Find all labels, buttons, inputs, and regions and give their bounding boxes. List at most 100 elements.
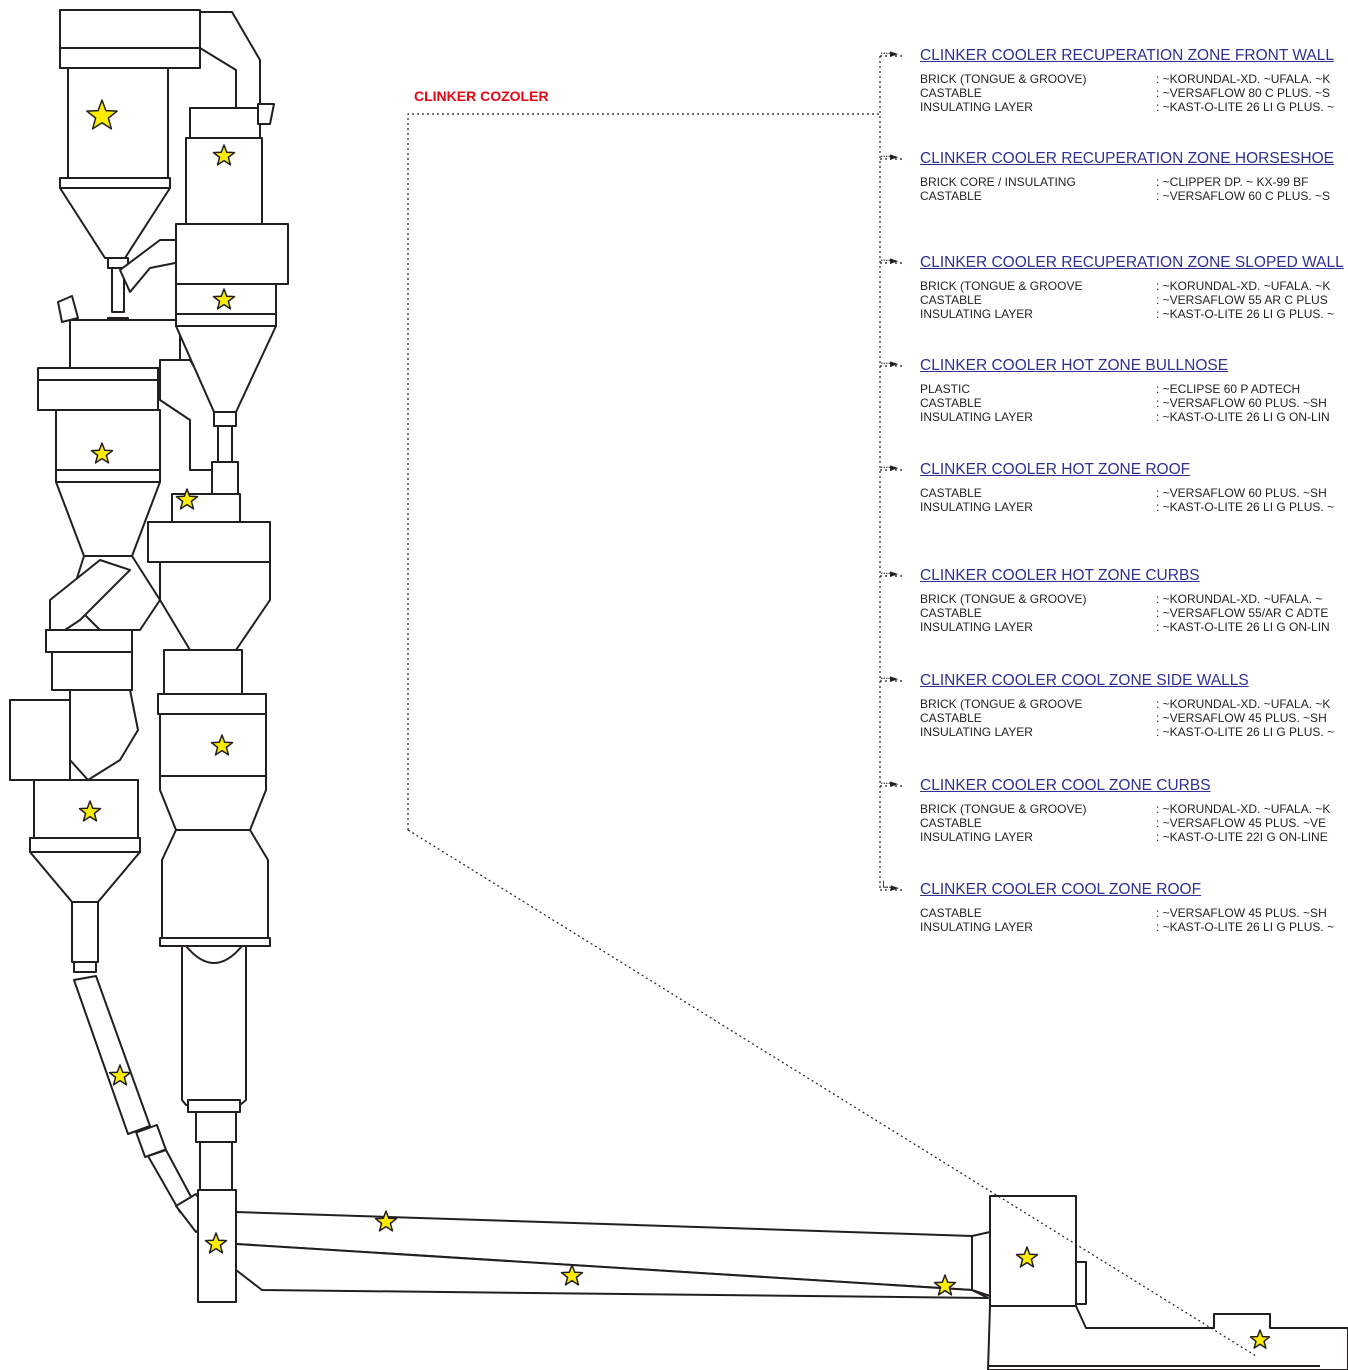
material-product: : ~VERSAFLOW 80 C PLUS. ~S <box>1156 86 1331 100</box>
material-row: CASTABLE: ~VERSAFLOW 80 C PLUS. ~S <box>920 86 1334 100</box>
zone-heading[interactable]: CLINKER COOLER COOL ZONE SIDE WALLS <box>920 672 1249 689</box>
material-name: INSULATING LAYER <box>920 830 1033 844</box>
zone-heading[interactable]: CLINKER COOLER HOT ZONE BULLNOSE <box>920 357 1229 374</box>
material-name: CASTABLE <box>920 711 982 725</box>
material-name: INSULATING LAYER <box>920 307 1033 321</box>
material-row: BRICK (TONGUE & GROOVE : ~KORUNDAL-XD. ~U… <box>920 697 1334 711</box>
material-row: CASTABLE : ~VERSAFLOW 55/AR C ADTE <box>920 606 1330 620</box>
material-name: INSULATING LAYER <box>920 500 1033 514</box>
material-name: INSULATING LAYER <box>920 725 1033 739</box>
clinker-cooler-housing <box>987 1195 1348 1370</box>
star-icon <box>1249 1329 1271 1349</box>
material-product: : ~KAST-O-LITE 26 LI G ON-LIN <box>1156 410 1330 424</box>
material-product: : ~KORUNDAL-XD. ~UFALA. ~K <box>1156 802 1331 816</box>
material-product: : ~VERSAFLOW 45 PLUS. ~SH <box>1156 906 1327 920</box>
star-icon <box>78 800 102 822</box>
material-name: INSULATING LAYER <box>920 620 1033 634</box>
material-product: : ~VERSAFLOW 55/AR C ADTE <box>1156 606 1329 620</box>
zone-material-table: BRICK (TONGUE & GROOVE) : ~KORUNDAL-XD. ~… <box>920 802 1330 844</box>
material-row: INSULATING LAYER: ~KAST-O-LITE 26 LI G P… <box>920 920 1334 934</box>
material-row: INSULATING LAYER : ~KAST-O-LITE 26 LI G P… <box>920 100 1334 114</box>
material-row: INSULATING LAYER: ~KAST-O-LITE 26 LI G P… <box>920 725 1334 739</box>
material-row: CASTABLE : ~VERSAFLOW 60 PLUS. ~SH <box>920 486 1334 500</box>
material-name: CASTABLE <box>920 293 982 307</box>
arrow-icon: ····► <box>880 150 898 163</box>
material-row: BRICK (TONGUE & GROOVE): ~KORUNDAL-XD. ~… <box>920 72 1334 86</box>
zone-material-table: BRICK (TONGUE & GROOVE : ~KORUNDAL-XD. ~U… <box>920 279 1334 321</box>
material-product: : ~KAST-O-LITE 26 LI G PLUS. ~ <box>1156 500 1335 514</box>
material-row: BRICK CORE / INSULATING: ~CLIPPER DP. ~ … <box>920 175 1330 189</box>
material-name: CASTABLE <box>920 606 982 620</box>
material-row: INSULATING LAYER : ~KAST-O-LITE 26 LI G P… <box>920 307 1334 321</box>
material-name: PLASTIC <box>920 382 971 396</box>
material-name: BRICK (TONGUE & GROOVE <box>920 697 1083 711</box>
arrow-icon: ····► <box>880 461 898 474</box>
rotary-kiln <box>235 1211 991 1299</box>
arrow-icon: ····► <box>880 672 898 685</box>
material-name: BRICK (TONGUE & GROOVE) <box>920 802 1087 816</box>
material-product: : ~VERSAFLOW 60 PLUS. ~SH <box>1156 486 1327 500</box>
material-name: CASTABLE <box>920 189 982 203</box>
material-row: CASTABLE : ~VERSAFLOW 60 C PLUS. ~S <box>920 189 1330 203</box>
material-row: CASTABLE: ~VERSAFLOW 45 PLUS. ~SH <box>920 711 1334 725</box>
material-product: : ~KAST-O-LITE 26 LI G ON-LIN <box>1156 620 1330 634</box>
zone-block: ····► CLINKER COOLER HOT ZONE CURBS BRIC… <box>880 566 1348 634</box>
material-name: CASTABLE <box>920 486 982 500</box>
cyclone-string-right <box>147 103 289 1303</box>
material-name: CASTABLE <box>920 906 982 920</box>
material-row: BRICK (TONGUE & GROOVE : ~KORUNDAL-XD. ~U… <box>920 279 1334 293</box>
material-product: : ~KORUNDAL-XD. ~UFALA. ~K <box>1156 279 1331 293</box>
material-product: : ~KORUNDAL-XD. ~UFALA. ~ <box>1156 592 1323 606</box>
material-name: CASTABLE <box>920 396 982 410</box>
star-icon <box>210 734 234 756</box>
arrow-icon: ····► <box>880 254 898 267</box>
material-name: BRICK (TONGUE & GROOVE) <box>920 72 1087 86</box>
arrow-icon: ····► <box>880 47 898 60</box>
zone-block: ····► CLINKER COOLER HOT ZONE BULLNOSE P… <box>880 356 1348 424</box>
material-product: : ~KAST-O-LITE 26 LI G PLUS. ~ <box>1156 307 1335 321</box>
star-icon <box>108 1064 132 1086</box>
material-product: : ~KORUNDAL-XD. ~UFALA. ~K <box>1156 697 1331 711</box>
material-product: : ~VERSAFLOW 60 PLUS. ~SH <box>1156 396 1327 410</box>
material-name: INSULATING LAYER <box>920 100 1033 114</box>
material-row: BRICK (TONGUE & GROOVE) : ~KORUNDAL-XD. ~… <box>920 802 1330 816</box>
material-row: CASTABLE: ~VERSAFLOW 45 PLUS. ~VE <box>920 816 1330 830</box>
arrow-icon: ····► <box>880 777 898 790</box>
star-markers <box>78 99 1271 1349</box>
material-product: : ~VERSAFLOW 60 C PLUS. ~S <box>1156 189 1331 203</box>
material-name: INSULATING LAYER <box>920 410 1033 424</box>
material-product: : ~KAST-O-LITE 22I G ON-LINE <box>1156 830 1328 844</box>
zone-block: ····► CLINKER COOLER COOL ZONE SIDE WALL… <box>880 671 1348 739</box>
zone-heading[interactable]: CLINKER COOLER RECUPERATION ZONE FRONT W… <box>920 47 1334 64</box>
material-name: BRICK (TONGUE & GROOVE <box>920 279 1083 293</box>
zone-heading[interactable]: CLINKER COOLER COOL ZONE CURBS <box>920 777 1211 794</box>
star-icon <box>175 488 199 510</box>
zone-block: ····► CLINKER COOLER RECUPERATION ZONE S… <box>880 253 1348 321</box>
star-icon <box>90 442 114 464</box>
material-name: INSULATING LAYER <box>920 920 1033 934</box>
zone-block: ····► CLINKER COOLER HOT ZONE ROOF CASTA… <box>880 460 1348 514</box>
material-product: : ~ECLIPSE 60 P ADTECH <box>1156 382 1301 396</box>
material-row: INSULATING LAYER : ~KAST-O-LITE 26 LI G O… <box>920 620 1330 634</box>
zone-heading[interactable]: CLINKER COOLER HOT ZONE CURBS <box>920 567 1200 584</box>
star-icon <box>374 1210 398 1232</box>
zone-material-table: CASTABLE : ~VERSAFLOW 45 PLUS. ~SH INSULA… <box>920 906 1334 934</box>
star-icon <box>212 144 236 166</box>
callout-leaders <box>407 55 1257 1357</box>
zone-block: ····► CLINKER COOLER RECUPERATION ZONE F… <box>880 46 1348 114</box>
zone-heading[interactable]: CLINKER COOLER RECUPERATION ZONE HORSESH… <box>920 150 1334 167</box>
star-icon <box>212 288 236 310</box>
material-row: INSULATING LAYER : ~KAST-O-LITE 22I G ON-… <box>920 830 1330 844</box>
material-row: CASTABLE : ~VERSAFLOW 55 AR C PLUS <box>920 293 1334 307</box>
zone-heading[interactable]: CLINKER COOLER COOL ZONE ROOF <box>920 881 1202 898</box>
material-product: : ~VERSAFLOW 55 AR C PLUS <box>1156 293 1328 307</box>
zone-heading[interactable]: CLINKER COOLER HOT ZONE ROOF <box>920 461 1191 478</box>
zone-material-table: CASTABLE : ~VERSAFLOW 60 PLUS. ~SH INSULA… <box>920 486 1334 514</box>
material-row: CASTABLE : ~VERSAFLOW 45 PLUS. ~SH <box>920 906 1334 920</box>
arrow-icon: └··► <box>880 881 899 894</box>
zone-heading[interactable]: CLINKER COOLER RECUPERATION ZONE SLOPED … <box>920 254 1344 271</box>
star-icon <box>204 1232 228 1254</box>
material-product: : ~KAST-O-LITE 26 LI G PLUS. ~ <box>1156 100 1335 114</box>
zone-block: └··► CLINKER COOLER COOL ZONE ROOF CASTA… <box>880 880 1348 934</box>
